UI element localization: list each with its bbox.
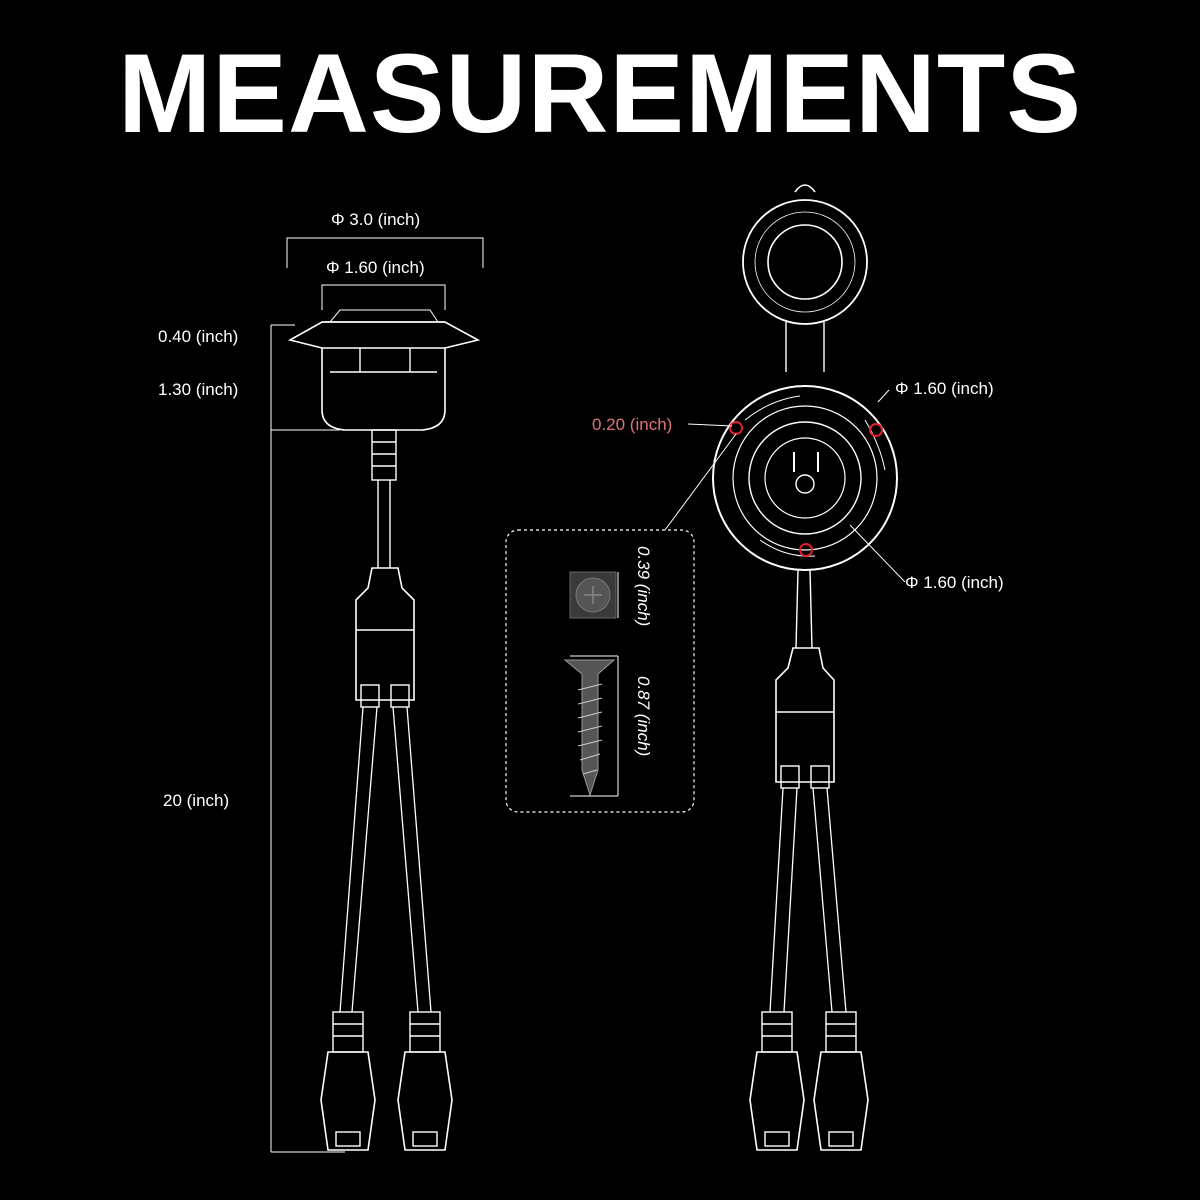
- plug-left-a: [320, 1011, 376, 1151]
- outlet-cover: [742, 184, 868, 372]
- dimension-lines-left: [270, 237, 484, 1153]
- plug-right-b: [813, 1011, 869, 1151]
- body-height-label: 1.30 (inch): [158, 380, 239, 399]
- inner-diameter-label: Φ 1.60 (inch): [326, 258, 425, 277]
- page-title: MEASUREMENTS: [117, 31, 1083, 156]
- face-diameter-label: Φ 1.60 (inch): [895, 379, 994, 398]
- outlet-face: [712, 385, 898, 571]
- socket-diameter-label: Φ 1.60 (inch): [905, 573, 1004, 592]
- hardware-box: [505, 529, 695, 813]
- front-view-outlet: [664, 184, 906, 1151]
- mounting-hole-3: [799, 543, 813, 557]
- flange-height-label: 0.40 (inch): [158, 327, 239, 346]
- screw: [563, 659, 616, 797]
- cable-length-label: 20 (inch): [163, 791, 230, 810]
- leader-lines-right: [664, 389, 906, 583]
- cap-size-label: 0.39 (inch): [634, 546, 653, 627]
- outlet-flange: [287, 321, 481, 349]
- outlet-body: [321, 348, 446, 431]
- outer-diameter-label: Φ 3.0 (inch): [331, 210, 421, 229]
- hole-size-label: 0.20 (inch): [592, 415, 673, 434]
- screw-length-label: 0.87 (inch): [634, 676, 653, 757]
- side-view-outlet: [270, 237, 484, 1153]
- strain-relief: [371, 429, 397, 481]
- plug-right-a: [749, 1011, 805, 1151]
- mounting-hole-1: [729, 421, 743, 435]
- plug-left-b: [397, 1011, 453, 1151]
- y-splitter: [355, 567, 415, 701]
- mounting-hole-2: [869, 423, 883, 437]
- y-splitter-right: [775, 647, 835, 783]
